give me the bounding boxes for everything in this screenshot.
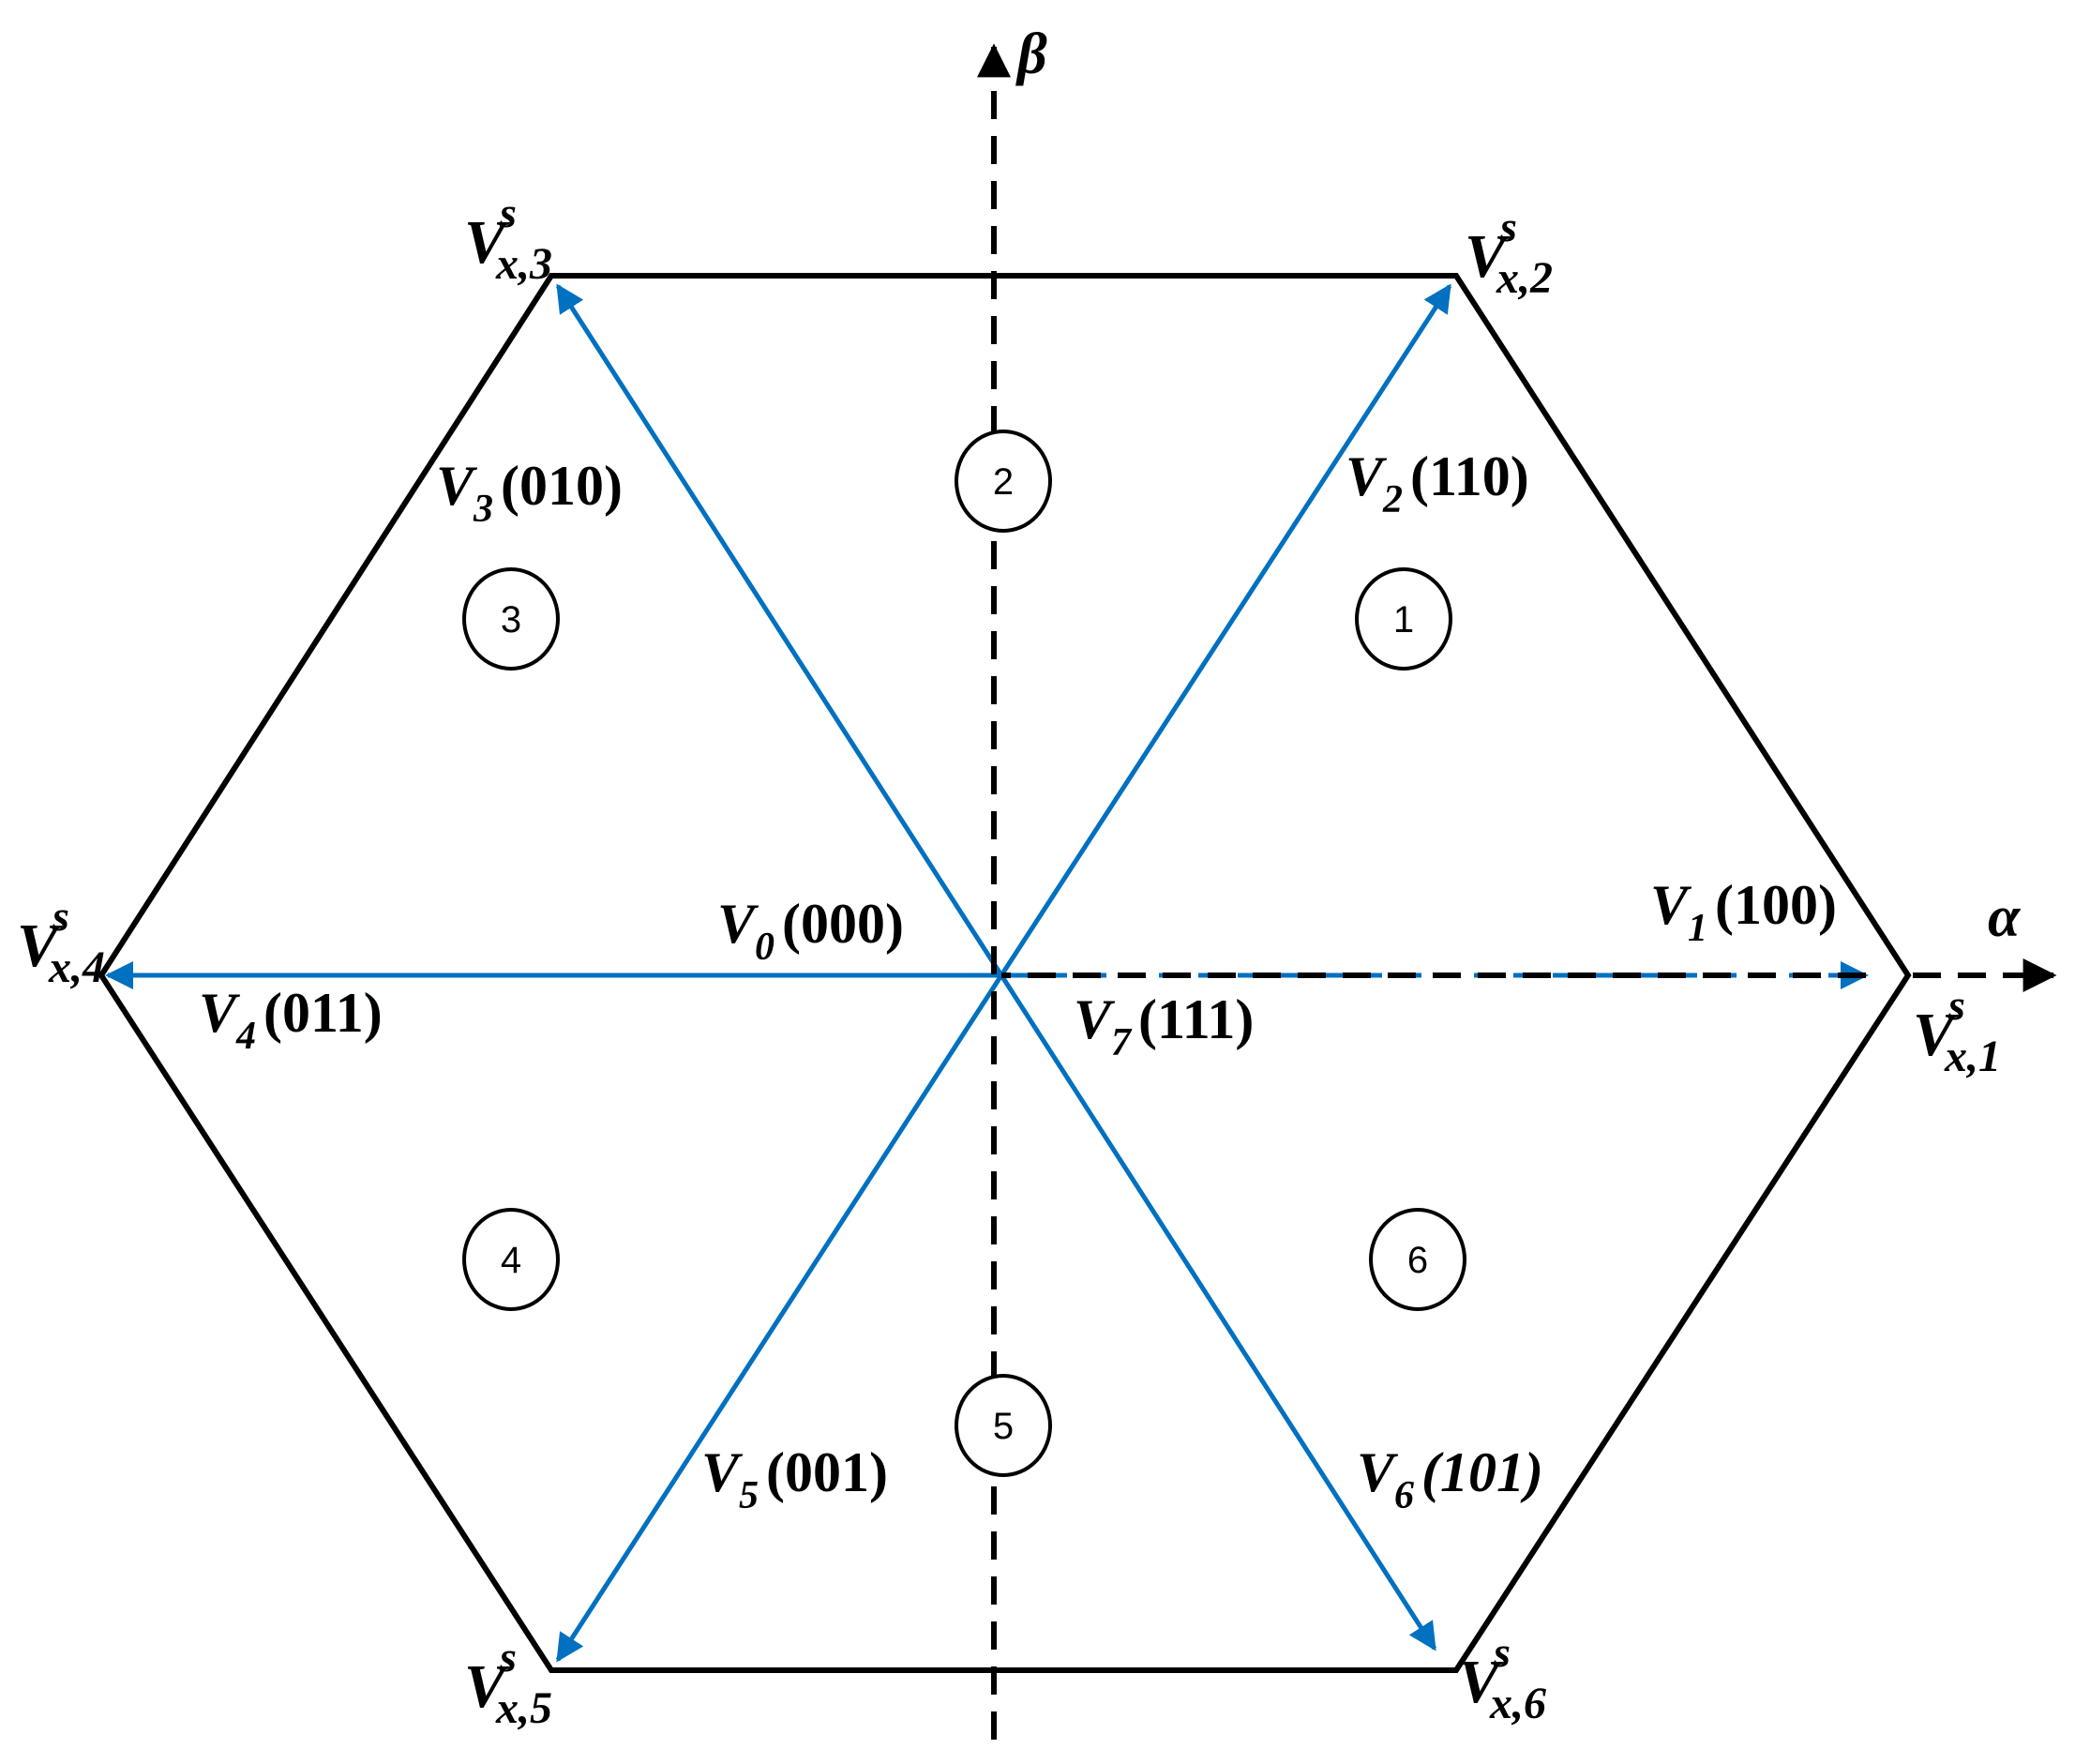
vector-v2-label: V2(110) — [1346, 445, 1529, 521]
vector-v1-label: V1(100) — [1650, 874, 1837, 950]
zone-2-circle — [955, 430, 1052, 533]
zone-3-label: 3 — [501, 599, 521, 641]
vector-v0-name: V — [717, 893, 759, 955]
zone-2-label: 2 — [993, 461, 1014, 503]
vertex-6-base: V — [1458, 1648, 1504, 1716]
vector-v3-arrow — [555, 283, 1004, 977]
zone-1-label: 1 — [1393, 599, 1414, 641]
vertex-5-base: V — [464, 1652, 510, 1721]
zone-1-circle — [1355, 567, 1452, 671]
vector-v7-sub: 7 — [1111, 1021, 1133, 1064]
zone-5-circle — [955, 1374, 1052, 1477]
beta-axis-label: β — [1015, 23, 1047, 86]
zone-6-marker: 6 — [1369, 1208, 1466, 1311]
zone-4-marker: 4 — [462, 1208, 560, 1311]
vector-v3-sub: 3 — [473, 488, 493, 531]
vector-v1-name: V — [1650, 874, 1692, 936]
zone-6-circle — [1369, 1208, 1466, 1311]
hexagon-boundary — [98, 273, 1912, 1673]
zone-2-marker: 2 — [955, 430, 1052, 533]
vector-v4-label: V4(011) — [199, 982, 383, 1058]
vertex-5-sub: x,5 — [495, 1683, 552, 1733]
vector-v4-code: (011) — [263, 982, 383, 1044]
vertex-4-sub: x,4 — [48, 942, 105, 992]
vertex-5-sup: s — [499, 1633, 517, 1681]
vertex-6-sup: s — [1493, 1628, 1511, 1676]
vertex-2-sub: x,2 — [1496, 253, 1553, 303]
vector-v1-sub: 1 — [1688, 907, 1707, 950]
vector-v0-sub: 0 — [755, 926, 774, 969]
vector-v5-sub: 5 — [739, 1474, 759, 1517]
zone-5-label: 5 — [993, 1406, 1014, 1447]
zone-4-circle — [462, 1208, 560, 1311]
vector-v2-sub: 2 — [1382, 478, 1403, 521]
vector-v6-name: V — [1357, 1441, 1399, 1503]
vector-v4-name: V — [199, 982, 241, 1044]
vector-v6-arrow — [999, 973, 1437, 1651]
vector-v2-name: V — [1346, 445, 1388, 507]
vertex-2-base: V — [1465, 222, 1511, 291]
vector-v0-code: (000) — [782, 893, 904, 955]
vector-v5-code: (001) — [766, 1441, 888, 1503]
vertex-2-sup: s — [1499, 203, 1517, 250]
vertex-1-sub: x,1 — [1944, 1032, 2001, 1081]
vertex-1-base: V — [1913, 1001, 1959, 1069]
vertex-3-sub: x,3 — [495, 239, 552, 289]
vector-v5-arrow — [555, 973, 1004, 1663]
alpha-axis-label: α — [1988, 885, 2022, 949]
vector-v2-code: (110) — [1410, 445, 1529, 507]
vector-v6-sub: 6 — [1394, 1474, 1414, 1517]
zone-6-label: 6 — [1407, 1240, 1428, 1281]
vertex-3-base: V — [464, 208, 510, 277]
vector-v4-sub: 4 — [235, 1015, 256, 1058]
vector-v7-name: V — [1074, 988, 1116, 1050]
vector-v0-label: V0(000) — [717, 893, 904, 969]
vector-v1-code: (100) — [1715, 874, 1837, 936]
vertex-6-sub: x,6 — [1489, 1679, 1546, 1728]
vector-v3-name: V — [436, 455, 478, 517]
vector-v7-label: V7(111) — [1074, 988, 1254, 1064]
vertex-1-sup: s — [1947, 981, 1965, 1029]
vector-v3-label: V3(010) — [436, 455, 623, 531]
vector-v6-code: (101) — [1421, 1441, 1543, 1503]
vertex-4-sup: s — [52, 892, 69, 940]
vertex-3-sup: s — [499, 188, 517, 236]
zone-5-marker: 5 — [955, 1374, 1052, 1477]
vector-v5-label: V5(001) — [701, 1441, 888, 1517]
zone-3-circle — [462, 567, 560, 671]
vertex-4-base: V — [17, 912, 63, 980]
vector-v3-code: (010) — [501, 455, 623, 517]
vector-v2-arrow — [999, 283, 1452, 977]
zone-1-marker: 1 — [1355, 567, 1452, 671]
zone-3-marker: 3 — [462, 567, 560, 671]
vector-v6-label: V6(101) — [1357, 1441, 1543, 1517]
vector-v5-name: V — [701, 1441, 744, 1503]
zone-4-label: 4 — [501, 1240, 521, 1281]
vector-v7-code: (111) — [1138, 988, 1254, 1050]
